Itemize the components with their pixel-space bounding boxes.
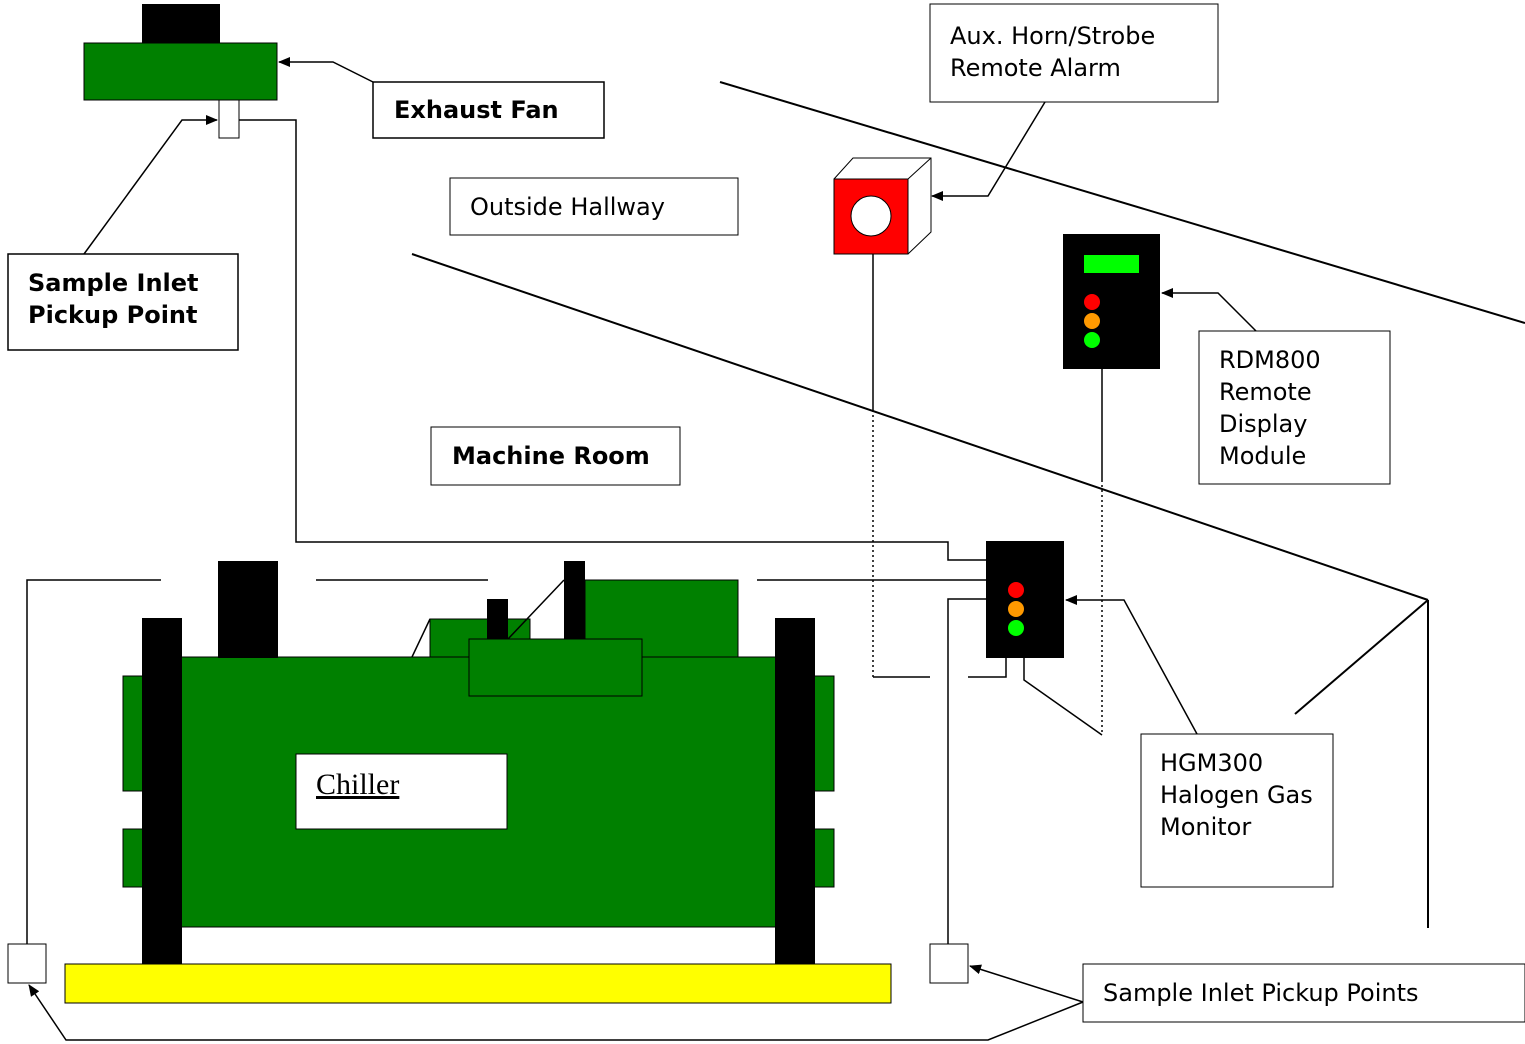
rdm800-device [1063, 234, 1160, 369]
sample-tube-left [26, 579, 161, 944]
chiller-base [64, 963, 892, 1004]
exhaust-fan-label-box [372, 81, 605, 139]
outside-hallway-label-box [449, 177, 739, 236]
hgm300-label-line2: Halogen Gas [1160, 781, 1313, 809]
rdm800-led-orange [1084, 313, 1100, 329]
hgm300-label-line1: HGM300 [1160, 749, 1263, 777]
rdm800-label-line4: Module [1219, 442, 1306, 470]
sample-inlet-pickup-right [929, 943, 969, 984]
hgm300-body [986, 541, 1064, 658]
chiller-pipe-a [411, 618, 431, 658]
sample-tube-right [947, 598, 986, 944]
rdm800-body [1063, 234, 1160, 369]
outside-hallway-label: Outside Hallway [470, 193, 665, 221]
chiller-stack-2 [487, 599, 508, 639]
rdm800-label-line1: RDM800 [1219, 346, 1321, 374]
exhaust-fan-body [83, 42, 278, 101]
sample-inlet-points-leader-left [28, 984, 1084, 1041]
hgm300-label-box [1140, 733, 1334, 888]
sample-inlet-top-label-line2: Pickup Point [28, 301, 198, 329]
sample-inlet-points-label-box [1082, 963, 1525, 1023]
wall-diagonal-stub [1294, 599, 1429, 715]
exhaust-fan [83, 4, 278, 139]
chiller-stack-3 [564, 561, 585, 639]
sample-inlet-top-leader [83, 115, 218, 255]
sample-inlet-pickup-top [218, 99, 240, 139]
chiller-stack-1 [218, 561, 278, 658]
hgm300-wire-left [968, 658, 1007, 678]
chiller-side-left-lower [122, 828, 144, 888]
rdm800-leader [1161, 288, 1257, 332]
hgm300-leader [1065, 595, 1198, 735]
chiller-label: Chiller [316, 768, 399, 801]
sample-inlet-points-leader-right [969, 964, 1084, 1003]
aux-alarm-leader [931, 101, 1046, 201]
exhaust-fan-label: Exhaust Fan [394, 96, 559, 124]
sample-inlet-pickup-left [7, 943, 47, 984]
hgm300-led-green [1008, 620, 1024, 636]
chiller-label-box [295, 753, 508, 830]
chiller-side-left-upper [122, 675, 144, 792]
horn-strobe-device [833, 157, 932, 255]
hgm300-led-red [1008, 582, 1024, 598]
chiller-control-box [468, 638, 643, 697]
chiller-side-right-upper [813, 675, 835, 792]
rdm800-label-line2: Remote [1219, 378, 1312, 406]
sample-inlet-top-label-line1: Sample Inlet [28, 269, 199, 297]
hgm300-wire-right [1023, 658, 1103, 736]
hallway-wall-lower [411, 253, 1429, 601]
aux-alarm-label-line2: Remote Alarm [950, 54, 1121, 82]
aux-alarm-label-line1: Aux. Horn/Strobe [950, 22, 1155, 50]
chiller-frame-left [142, 618, 182, 965]
rdm800-led-red [1084, 294, 1100, 310]
machine-room-label-box [430, 426, 681, 486]
sample-tube-exhaust [239, 119, 986, 561]
hallway-wall-upper [719, 81, 1525, 324]
sample-inlet-points-label: Sample Inlet Pickup Points [1103, 979, 1419, 1007]
aux-alarm-label-box [929, 3, 1219, 103]
chiller-pipe-b [507, 579, 565, 640]
exhaust-fan-leader [278, 57, 374, 83]
sample-inlet-top-label-box [7, 253, 239, 351]
machine-room-label: Machine Room [452, 442, 650, 470]
chiller-frame-right [775, 618, 815, 965]
strobe-lens [850, 195, 892, 237]
hgm300-label-line3: Monitor [1160, 813, 1251, 841]
rdm800-led-green [1084, 332, 1100, 348]
rdm800-display [1084, 255, 1139, 273]
hgm300-device [986, 541, 1064, 658]
chiller-side-right-lower [813, 828, 835, 888]
rdm800-label-line3: Display [1219, 410, 1307, 438]
chiller [64, 561, 892, 1004]
rdm800-label-box [1198, 330, 1391, 485]
hgm300-led-orange [1008, 601, 1024, 617]
